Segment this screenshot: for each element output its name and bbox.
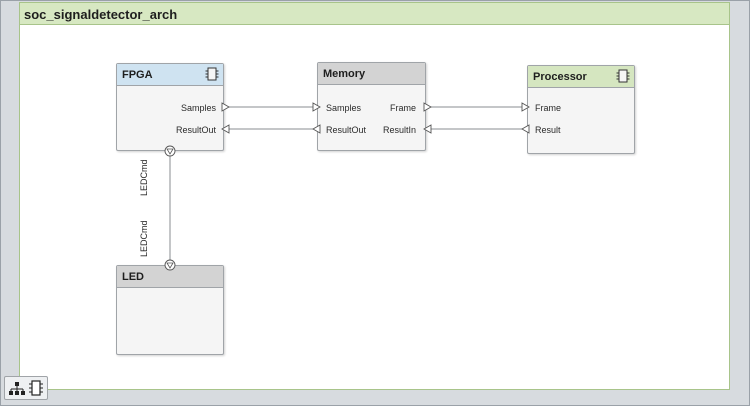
fpga-component[interactable]: FPGA (116, 63, 224, 151)
component-chip-icon (205, 67, 219, 81)
architecture-header: soc_signaldetector_arch (20, 3, 729, 25)
memory-port-resultout-label: ResultOut (326, 125, 367, 135)
led-name: LED (122, 271, 144, 283)
fpga-port-resultout-label: ResultOut (175, 125, 216, 135)
processor-name: Processor (533, 71, 587, 83)
processor-header: Processor (528, 66, 634, 88)
processor-port-frame-label: Frame (535, 103, 562, 113)
architecture-title: soc_signaldetector_arch (24, 7, 178, 22)
memory-port-resultin-label: ResultIn (382, 125, 416, 135)
memory-component[interactable]: Memory (317, 62, 426, 151)
processor-port-result-label: Result (535, 125, 561, 135)
led-header: LED (117, 266, 223, 288)
fpga-port-samples-label: Samples (180, 103, 216, 113)
fpga-port-ledcmd-label: LEDCmd (139, 159, 149, 196)
hierarchy-icon[interactable] (8, 379, 26, 397)
led-port-ledcmd-label: LEDCmd (139, 220, 149, 257)
led-component[interactable]: LED (116, 265, 224, 355)
memory-port-samples-label: Samples (326, 103, 362, 113)
memory-name: Memory (323, 68, 366, 80)
component-icon[interactable] (27, 379, 45, 397)
fpga-name: FPGA (122, 69, 153, 81)
memory-header: Memory (318, 63, 425, 85)
processor-component[interactable]: Processor (527, 65, 635, 154)
component-chip-icon (616, 69, 630, 83)
canvas-toolbar (4, 376, 48, 400)
fpga-header: FPGA (117, 64, 223, 86)
memory-port-frame-label: Frame (389, 103, 416, 113)
